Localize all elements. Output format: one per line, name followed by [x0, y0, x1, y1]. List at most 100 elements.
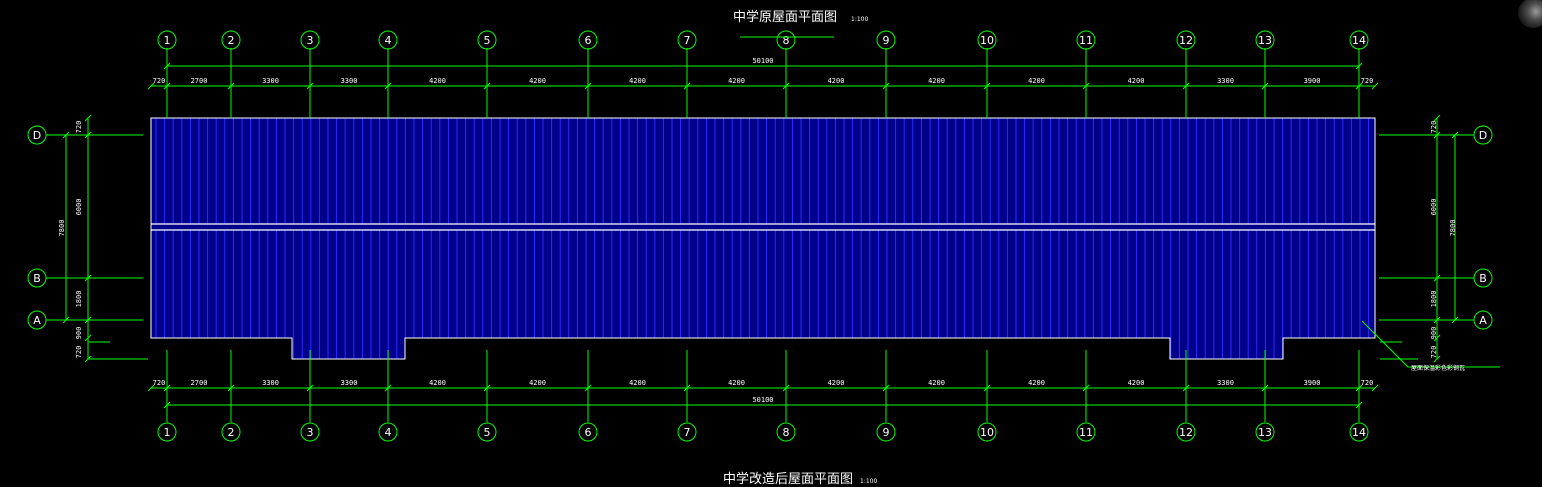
right-total-dim: 7800: [1449, 220, 1457, 237]
right-dim-tick: [1433, 334, 1441, 342]
column-axis-label: 12: [1179, 426, 1193, 439]
row-axis-label: A: [1479, 314, 1487, 327]
top-dim-span-label: 4200: [1128, 77, 1145, 85]
bottom-dim-span-label: 4200: [828, 379, 845, 387]
top-dim-span-label: 4200: [728, 77, 745, 85]
left-dim-tick: [84, 274, 92, 282]
top-dim-tick: [882, 82, 890, 90]
column-axis-bubble: [977, 30, 997, 50]
column-axis-bubble: [977, 422, 997, 442]
bottom-dim-tick: [983, 384, 991, 392]
column-axis-label: 11: [1079, 426, 1093, 439]
top-dim-tick: [584, 82, 592, 90]
column-axis-bubble: [477, 30, 497, 50]
column-axis-bubble: [300, 422, 320, 442]
top-dim-tick: [147, 82, 155, 90]
row-axis-label: B: [1479, 272, 1487, 285]
column-axis-label: 6: [585, 34, 592, 47]
bottom-dim-span-label: 4200: [728, 379, 745, 387]
column-axis-bubble: [876, 30, 896, 50]
column-axis-label: 5: [484, 34, 491, 47]
column-axis-label: 9: [883, 426, 890, 439]
bottom-dim-tick: [1261, 384, 1269, 392]
left-db-dim: 6000: [75, 199, 83, 216]
top-dim-tick: [1082, 82, 1090, 90]
bottom-dim-tick: [782, 384, 790, 392]
top-dim-span-label: 720: [1361, 77, 1374, 85]
row-axis-bubble: [1473, 268, 1493, 288]
column-axis-bubble: [378, 30, 398, 50]
top-dim-span-label: 4200: [828, 77, 845, 85]
column-axis-bubble: [876, 422, 896, 442]
top-dim-tick: [384, 82, 392, 90]
column-axis-bubble: [157, 422, 177, 442]
column-axis-bubble: [300, 30, 320, 50]
top-dim-tick: [1355, 82, 1363, 90]
top-dim-span-label: 3300: [262, 77, 279, 85]
column-axis-label: 7: [684, 34, 691, 47]
column-axis-label: 14: [1352, 34, 1366, 47]
bottom-dim-span-label: 4200: [1128, 379, 1145, 387]
column-axis-label: 1: [164, 426, 171, 439]
top-dim-tick: [782, 82, 790, 90]
top-dim-span-label: 3300: [1217, 77, 1234, 85]
column-axis-bubble: [1176, 30, 1196, 50]
bottom-dim-tick: [1355, 401, 1363, 409]
top-dim-tick: [306, 82, 314, 90]
row-axis-label: B: [33, 272, 41, 285]
top-dim-tick: [227, 82, 235, 90]
bottom-dim-tick: [1355, 384, 1363, 392]
right-low2-dim: 720: [1430, 346, 1438, 359]
right-dim-tick: [1451, 316, 1459, 324]
bottom-dim-span-label: 4200: [429, 379, 446, 387]
top-dim-tick: [1182, 82, 1190, 90]
left-ba-dim: 1800: [75, 291, 83, 308]
column-axis-bubble: [157, 30, 177, 50]
column-axis-bubble: [1076, 30, 1096, 50]
left-dim-tick: [62, 316, 70, 324]
bottom-dim-tick: [163, 384, 171, 392]
left-low1-dim: 900: [75, 327, 83, 340]
bottom-plan-scale: 1:100: [860, 478, 877, 485]
column-axis-label: 8: [783, 426, 790, 439]
bottom-dim-span-label: 2700: [191, 379, 208, 387]
top-plan-scale: 1:100: [851, 16, 868, 23]
bottom-dim-span-label: 4200: [529, 379, 546, 387]
column-axis-label: 13: [1258, 426, 1272, 439]
bottom-dim-tick: [1082, 384, 1090, 392]
left-top-dim: 720: [75, 121, 83, 134]
column-axis-label: 6: [585, 426, 592, 439]
row-axis-bubble: [27, 310, 47, 330]
viewcube-icon[interactable]: [1518, 0, 1542, 28]
right-dim-tick: [1433, 316, 1441, 324]
top-dim-span-label: 4200: [529, 77, 546, 85]
right-dim-tick: [1433, 131, 1441, 139]
bottom-dim-tick: [483, 384, 491, 392]
right-dim-tick: [1451, 131, 1459, 139]
column-axis-label: 11: [1079, 34, 1093, 47]
column-axis-bubble: [1176, 422, 1196, 442]
column-axis-label: 3: [307, 34, 314, 47]
row-axis-bubble: [27, 268, 47, 288]
top-dim-span-label: 3300: [341, 77, 358, 85]
column-axis-bubble: [677, 30, 697, 50]
dimension-lines: 720 2700 3300 3300 4200 4200 4200 4200 4200 4200 4…: [62, 62, 1459, 409]
right-top-dim: 720: [1430, 121, 1438, 134]
column-axis-label: 14: [1352, 426, 1366, 439]
bottom-dim-tick: [384, 384, 392, 392]
right-db-dim: 6000: [1430, 199, 1438, 216]
column-axis-label: 10: [980, 426, 994, 439]
column-axis-label: 5: [484, 426, 491, 439]
top-dim-tick: [1261, 82, 1269, 90]
bottom-dim-span-label: 3900: [1304, 379, 1321, 387]
top-dim-tick: [163, 82, 171, 90]
column-axis-bubble: [378, 422, 398, 442]
bottom-dim-span-label: 3300: [1217, 379, 1234, 387]
column-axis-bubble: [776, 30, 796, 50]
bottom-dim-span-label: 4200: [1028, 379, 1045, 387]
bottom-dim-tick: [584, 384, 592, 392]
top-dim-tick: [1371, 82, 1379, 90]
column-axis-label: 2: [228, 34, 235, 47]
